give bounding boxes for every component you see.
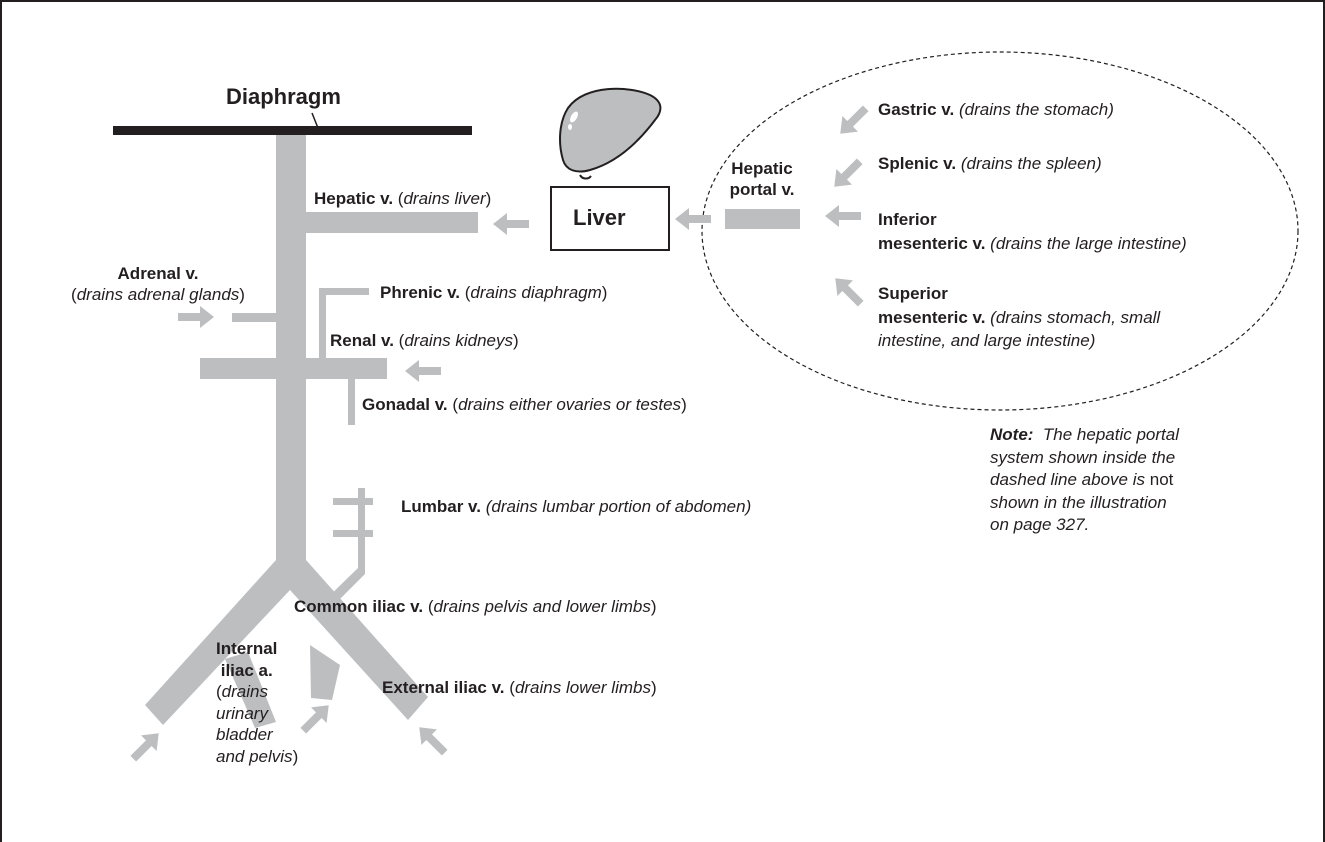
vena-cava-system [145,135,478,728]
gonadal-vein [348,379,355,425]
renal-arrow-icon [405,360,441,382]
splenic-vein-label: Splenic v. (drains the spleen) [878,154,1102,173]
diaphragm-bar [113,126,472,135]
adrenal-vein [232,313,276,322]
external-iliac-arrow-icon [411,719,453,761]
renal-vein-label: Renal v. (drains kidneys) [330,331,519,350]
diaphragm-leader [311,112,319,129]
hepatic-arrow-icon [493,213,529,235]
phrenic-vein-label: Phrenic v. (drains diaphragm) [380,283,608,302]
internal-iliac-left [225,652,276,728]
common-iliac-vein-label: Common iliac v. (drains pelvis and lower… [294,597,657,616]
splenic-arrow-icon [826,153,868,195]
common-iliac-vein [145,560,428,725]
liver-box-label: Liver [573,205,626,230]
adrenal-arrow-icon [178,306,214,328]
portal-note: Note: The hepatic portal system shown in… [990,425,1179,534]
superior-mesenteric-arrow-icon [827,270,869,312]
lumbar-vein-label: Lumbar v. (drains lumbar portion of abdo… [401,497,752,516]
inferior-vena-cava [276,135,306,572]
liver-in-arrow-icon [675,208,711,230]
hepatic-portal-vein-label: Hepatic portal v. [729,159,795,199]
internal-iliac-right [310,645,340,700]
hepatic-portal-vein [725,209,800,229]
superior-mesenteric-vein-label: Superior mesenteric v. (drains stomach, … [878,284,1161,350]
inferior-mesenteric-vein-label: Inferior mesenteric v. (drains the large… [878,210,1187,253]
hepatic-vein [306,212,478,233]
diaphragm-label: Diaphragm [226,84,341,109]
gastric-arrow-icon [832,100,874,142]
internal-iliac-label: Internal iliac a. (drains urinary bladde… [216,639,299,766]
external-iliac-vein-label: External iliac v. (drains lower limbs) [382,678,657,697]
internal-iliac-right-arrow-icon [295,697,337,739]
phrenic-vein-vertical [319,288,326,360]
renal-vein [200,358,387,379]
liver-box [550,186,670,251]
portal-system-boundary [701,51,1299,411]
adrenal-vein-label: Adrenal v. (drains adrenal glands) [71,264,245,304]
phrenic-vein-horizontal [319,288,369,295]
lumbar-vein-upper [333,498,373,505]
liver-icon [559,87,662,180]
lumbar-vein-lower [333,530,373,537]
gonadal-vein-label: Gonadal v. (drains either ovaries or tes… [362,395,687,414]
hepatic-vein-label: Hepatic v. (drains liver) [314,189,492,208]
gastric-vein-label: Gastric v. (drains the stomach) [878,100,1114,119]
internal-iliac-left-arrow-icon [125,725,167,767]
inferior-mesenteric-arrow-icon [825,205,861,227]
